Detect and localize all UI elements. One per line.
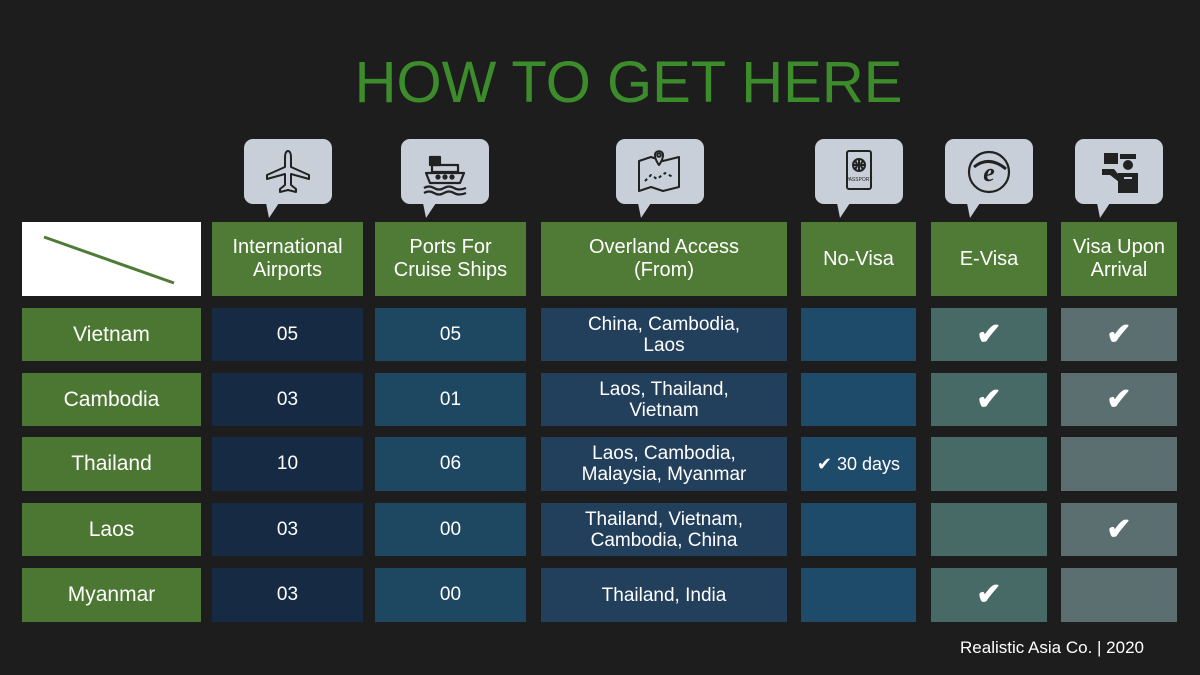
- ports-cell: 05: [375, 308, 526, 361]
- airports-cell: 05: [212, 308, 363, 361]
- internet-explorer-icon: e: [945, 139, 1033, 218]
- customs-officer-icon: [1075, 139, 1163, 218]
- row-label-thailand: Thailand: [22, 437, 201, 491]
- header-ports-for-cruise-ships: Ports For Cruise Ships: [375, 222, 526, 296]
- header-overland-access: Overland Access (From): [541, 222, 787, 296]
- e-visa-cell: ✔: [931, 373, 1047, 426]
- row-label-myanmar: Myanmar: [22, 568, 201, 622]
- header-e-visa: E-Visa: [931, 222, 1047, 296]
- airports-cell: 03: [212, 568, 363, 622]
- voa-cell: ✔: [1061, 503, 1177, 556]
- passport-icon: PASSPORT: [815, 139, 903, 218]
- header-no-visa: No-Visa: [801, 222, 916, 296]
- overland-cell: China, Cambodia, Laos: [541, 308, 787, 361]
- header-international-airports: International Airports: [212, 222, 363, 296]
- voa-cell: ✔: [1061, 373, 1177, 426]
- no-visa-cell: [801, 308, 916, 361]
- e-visa-cell: [931, 437, 1047, 491]
- table-corner: [22, 222, 201, 296]
- airports-cell: 10: [212, 437, 363, 491]
- airports-cell: 03: [212, 503, 363, 556]
- e-visa-cell: ✔: [931, 568, 1047, 622]
- overland-cell: Thailand, India: [541, 568, 787, 622]
- no-visa-cell: [801, 503, 916, 556]
- ports-cell: 01: [375, 373, 526, 426]
- corner-diagonal: [43, 235, 175, 285]
- no-visa-cell: ✔ 30 days: [801, 437, 916, 491]
- row-label-vietnam: Vietnam: [22, 308, 201, 361]
- header-visa-upon-arrival: Visa Upon Arrival: [1061, 222, 1177, 296]
- airplane-icon: [244, 139, 332, 218]
- cruise-ship-icon: [401, 139, 489, 218]
- ports-cell: 06: [375, 437, 526, 491]
- row-label-laos: Laos: [22, 503, 201, 556]
- ports-cell: 00: [375, 568, 526, 622]
- footer-credit: Realistic Asia Co. | 2020: [960, 638, 1144, 657]
- ports-cell: 00: [375, 503, 526, 556]
- e-visa-cell: [931, 503, 1047, 556]
- voa-cell: [1061, 568, 1177, 622]
- map-route-icon: [616, 139, 704, 218]
- overland-cell: Laos, Cambodia, Malaysia, Myanmar: [541, 437, 787, 491]
- voa-cell: ✔: [1061, 308, 1177, 361]
- no-visa-cell: [801, 373, 916, 426]
- airports-cell: 03: [212, 373, 363, 426]
- overland-cell: Thailand, Vietnam, Cambodia, China: [541, 503, 787, 556]
- page-title: HOW TO GET HERE: [354, 50, 903, 115]
- e-visa-cell: ✔: [931, 308, 1047, 361]
- overland-cell: Laos, Thailand, Vietnam: [541, 373, 787, 426]
- row-label-cambodia: Cambodia: [22, 373, 201, 426]
- voa-cell: [1061, 437, 1177, 491]
- svg-text:e: e: [983, 158, 995, 187]
- svg-text:PASSPORT: PASSPORT: [846, 177, 873, 183]
- no-visa-cell: [801, 568, 916, 622]
